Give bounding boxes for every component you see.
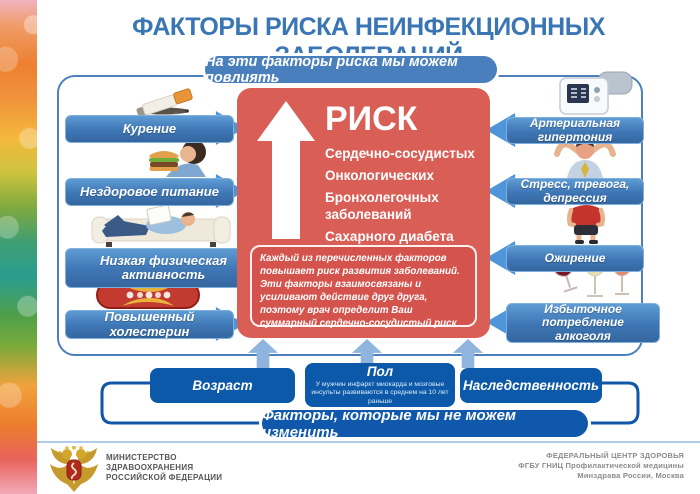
decorative-color-strip (0, 0, 37, 494)
fixed-factor-heredity: Наследственность (460, 368, 602, 403)
factor-low-activity: Низкая физическая активность (65, 248, 262, 288)
footer-divider (37, 441, 700, 443)
obese-man-icon (563, 194, 609, 244)
disease-list: Сердечно-сосудистых Онкологических Бронх… (325, 146, 483, 251)
fixed-factor-note: У мужчин инфаркт миокарда и мозговые инс… (311, 380, 449, 405)
factor-unhealthy-diet: Нездоровое питание (65, 178, 234, 206)
top-banner: На эти факторы риска мы можем повлиять (205, 54, 497, 86)
factor-obesity: Ожирение (506, 245, 644, 272)
fixed-factor-label: Наследственность (463, 378, 599, 393)
disease-item: Сердечно-сосудистых (325, 146, 475, 161)
bp-monitor-icon (552, 66, 638, 118)
credit-line: Минздрава России, Москва (577, 470, 684, 480)
factor-stress: Стресс, тревога, депрессия (506, 178, 644, 205)
disease-item: Сахарного диабета (325, 228, 454, 244)
factor-alcohol: Избыточное потребление алкоголя (506, 303, 660, 343)
disease-item: Бронхолегочных заболеваний (325, 190, 439, 222)
blood-vessel-icon (96, 281, 200, 309)
credit-line: ФГБУ ГНИЦ Профилактической медицины (518, 460, 684, 470)
center-credit-text: ФЕДЕРАЛЬНЫЙ ЦЕНТР ЗДОРОВЬЯ ФГБУ ГНИЦ Про… (518, 451, 684, 480)
fixed-factor-label: Возраст (192, 378, 253, 393)
credit-line: ФЕДЕРАЛЬНЫЙ ЦЕНТР ЗДОРОВЬЯ (546, 451, 684, 460)
fixed-factor-label: Пол (366, 363, 394, 379)
fixed-factor-sex: Пол У мужчин инфаркт миокарда и мозговые… (305, 363, 455, 407)
up-arrow-icon (257, 101, 315, 239)
bracket-connector (100, 381, 640, 425)
bottom-banner: Факторы, которые мы не можем изменить (262, 407, 588, 441)
cigarette-icon (118, 82, 208, 118)
ministry-line: ЗДРАВООХРАНЕНИЯ (106, 463, 194, 472)
russia-coat-of-arms-icon (47, 445, 101, 492)
fixed-factor-age: Возраст (150, 368, 295, 403)
burger-eater-icon (128, 139, 232, 177)
risk-note: Каждый из перечисленных факторов повышае… (250, 245, 477, 329)
factor-hypertension: Артериальная гипертония (506, 117, 644, 144)
risk-box: РИСК Сердечно-сосудистых Онкологических … (237, 88, 490, 338)
risk-title: РИСК (325, 100, 418, 138)
ministry-text: МИНИСТЕРСТВО ЗДРАВООХРАНЕНИЯ РОССИЙСКОЙ … (106, 453, 222, 483)
factor-cholesterol: Повышенный холестерин (65, 310, 234, 339)
ministry-line: МИНИСТЕРСТВО (106, 453, 177, 462)
ministry-line: РОССИЙСКОЙ ФЕДЕРАЦИИ (106, 473, 223, 482)
factor-smoking: Курение (65, 115, 234, 143)
disease-item: Онкологических (325, 168, 434, 184)
couch-man-icon (88, 203, 234, 248)
stressed-man-icon (543, 138, 627, 178)
